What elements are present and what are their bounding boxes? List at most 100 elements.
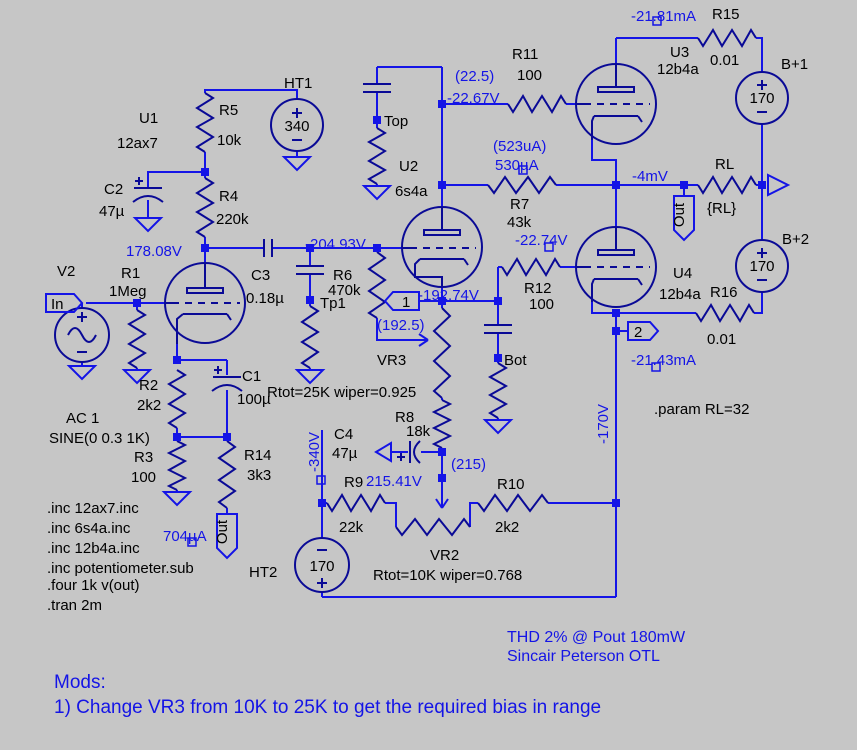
output-port-arrow-icon[interactable] (767, 173, 791, 197)
capacitor-bot[interactable] (484, 324, 512, 334)
resistor-r10[interactable] (477, 493, 549, 513)
plus-icon (135, 177, 143, 185)
flag-out-rl[interactable]: Out (671, 195, 695, 242)
source-v2[interactable] (54, 307, 110, 363)
resistor-symbols[interactable] (127, 28, 757, 537)
source-ht2-ref: HT2 (249, 564, 277, 581)
flag-in[interactable]: In (45, 293, 84, 313)
source-b2[interactable] (735, 239, 789, 293)
current-reading: 530µA (495, 157, 539, 174)
sine-icon (67, 327, 97, 343)
resistor-r11[interactable] (507, 94, 567, 114)
probe-marker (187, 537, 197, 547)
resistor-r16[interactable] (695, 303, 755, 323)
capacitor-c2[interactable] (132, 177, 164, 203)
flag-out-r14[interactable]: Out (214, 513, 238, 560)
flag-outline (673, 195, 695, 242)
capacitor-c2-ref: C2 (104, 181, 123, 198)
source-ht2[interactable] (294, 537, 350, 593)
junction (201, 244, 209, 252)
source-circle (54, 307, 110, 363)
source-circle (270, 98, 324, 152)
flag-node2[interactable]: 2 (627, 321, 660, 341)
ground-icon (361, 185, 393, 201)
resistor-r15-value: 0.01 (710, 52, 739, 69)
tube-u1[interactable] (164, 262, 246, 344)
capacitor-c1[interactable] (211, 366, 243, 392)
note-mods-heading: Mods: (54, 672, 106, 693)
capacitor-c3[interactable] (263, 239, 273, 257)
tube-u4-ref: U4 (673, 265, 692, 282)
resistor-r3-ref: R3 (134, 449, 153, 466)
resistor-r8-ref: R8 (395, 409, 414, 426)
pot-vr2-value: Rtot=10K wiper=0.768 (373, 567, 522, 584)
tube-cathode (591, 115, 643, 140)
probe-marker (651, 362, 661, 372)
tube-u2[interactable] (401, 206, 483, 288)
probe-marker (316, 475, 326, 485)
resistor-r3[interactable] (166, 440, 188, 491)
resistor-r11-value: 100 (517, 67, 542, 84)
junction (306, 296, 314, 304)
source-ht2-value: 170 (309, 558, 334, 575)
capacitor-c3-ref: C3 (251, 267, 270, 284)
plus-icon (397, 453, 405, 461)
tube-u3-ref: U3 (670, 44, 689, 61)
capacitor-tp1[interactable] (296, 265, 324, 275)
resistor-r7-ref: R7 (510, 196, 529, 213)
net-label-top: Top (384, 113, 408, 130)
tube-u2-model: 6s4a (395, 183, 428, 200)
resistor-r1-value: 1Meg (109, 283, 147, 300)
resistor-bot-network[interactable] (487, 362, 509, 419)
tube-u4[interactable] (575, 226, 657, 308)
resistor-top-network[interactable] (366, 127, 388, 185)
resistor-r2-value: 2k2 (137, 397, 161, 414)
source-b2-ref: B+2 (782, 231, 809, 248)
resistor-tp1-network[interactable] (300, 305, 320, 369)
port-arrow-left-icon (374, 441, 392, 463)
note-mods-line1: 1) Change VR3 from 10K to 25K to get the… (54, 697, 601, 718)
resistor-r9[interactable] (326, 493, 386, 513)
resistor-r9-ref: R9 (344, 474, 363, 491)
resistor-r3-value: 100 (131, 469, 156, 486)
resistor-r5[interactable] (195, 92, 215, 153)
resistor-r4-ref: R4 (219, 188, 238, 205)
source-v2-ac: AC 1 (66, 410, 99, 427)
resistor-r7-value: 43k (507, 214, 532, 231)
resistor-rl[interactable] (697, 175, 757, 195)
resistor-r2[interactable] (167, 369, 187, 429)
probe-marker (518, 165, 528, 175)
tube-u3[interactable] (575, 63, 657, 145)
resistor-r7[interactable] (487, 175, 557, 195)
ground-icon (281, 156, 313, 172)
resistor-r15[interactable] (697, 28, 757, 48)
resistor-r6[interactable] (367, 251, 387, 319)
source-ht1[interactable] (270, 98, 324, 152)
junction (680, 181, 688, 189)
source-v2-ref: V2 (57, 263, 75, 280)
resistor-r12[interactable] (501, 257, 561, 277)
pot-vr2[interactable] (395, 517, 471, 537)
source-b1[interactable] (735, 71, 789, 125)
plus-icon (757, 80, 767, 90)
cap-plate (263, 239, 273, 257)
plus-icon (292, 108, 302, 118)
resistor-r8[interactable] (431, 399, 453, 449)
junction (612, 309, 620, 317)
tube-u4-model: 12b4a (659, 286, 701, 303)
resistor-r14[interactable] (217, 440, 237, 509)
flag-node1[interactable]: 1 (383, 291, 420, 311)
tube-u3-model: 12b4a (657, 61, 699, 78)
note-title: Sincair Peterson OTL (507, 648, 660, 665)
pot-vr3[interactable] (432, 307, 452, 399)
capacitor-c4[interactable] (374, 440, 421, 464)
capacitor-top[interactable] (363, 83, 391, 93)
resistor-r1[interactable] (127, 309, 147, 369)
net-label-bot: Bot (504, 352, 527, 369)
note-thd: THD 2% @ Pout 180mW (507, 629, 686, 646)
resistor-r12-value: 100 (529, 296, 554, 313)
wires (81, 37, 763, 598)
tube-plate (597, 64, 635, 93)
resistor-r4[interactable] (195, 177, 215, 238)
junction (201, 168, 209, 176)
